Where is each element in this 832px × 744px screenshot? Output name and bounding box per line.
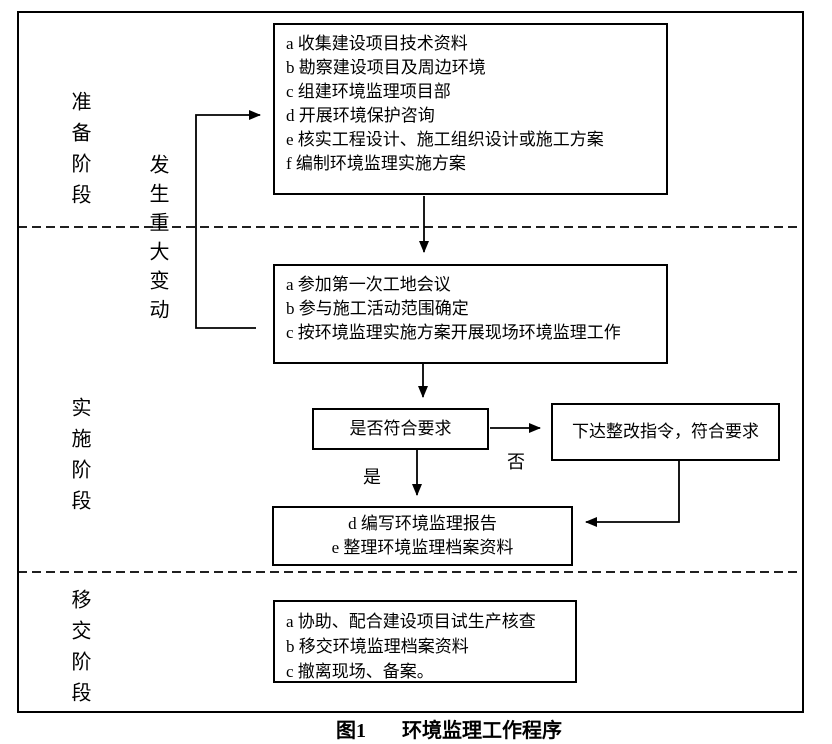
- branch-label-no: 否: [507, 452, 525, 472]
- task-line: a 参加第一次工地会议: [286, 275, 451, 294]
- figure-title: 环境监理工作程序: [402, 720, 562, 742]
- task-line: e 核实工程设计、施工组织设计或施工方案: [286, 130, 604, 149]
- task-line: c 按环境监理实施方案开展现场环境监理工作: [286, 323, 621, 342]
- decision-box: 是否符合要求: [312, 408, 489, 450]
- task-line: e 整理环境监理档案资料: [331, 538, 514, 557]
- implementation-tasks-box: a 参加第一次工地会议 b 参与施工活动范围确定 c 按环境监理实施方案开展现场…: [273, 264, 668, 364]
- decision-text: 是否符合要求: [349, 419, 452, 438]
- rectification-box: 下达整改指令，符合要求: [551, 403, 780, 461]
- task-line: b 参与施工活动范围确定: [286, 299, 469, 318]
- task-line: b 勘察建设项目及周边环境: [286, 58, 486, 77]
- stage-label-preparation: 准备阶段: [68, 91, 90, 215]
- task-line: c 组建环境监理项目部: [286, 82, 451, 101]
- task-line: d 编写环境监理报告: [348, 514, 497, 533]
- stage-label-implementation: 实施阶段: [68, 397, 90, 521]
- rectification-text: 下达整改指令，符合要求: [572, 422, 759, 441]
- feedback-condition-label: 发生重大变动: [146, 154, 168, 328]
- task-line: c 撤离现场、备案。: [286, 662, 434, 681]
- reporting-box: d 编写环境监理报告 e 整理环境监理档案资料: [272, 506, 573, 566]
- stage-label-handover: 移交阶段: [68, 589, 90, 713]
- task-line: f 编制环境监理实施方案: [286, 154, 466, 173]
- task-line: b 移交环境监理档案资料: [286, 637, 469, 656]
- figure-number: 图1: [336, 720, 366, 742]
- preparation-tasks-box: a 收集建设项目技术资料 b 勘察建设项目及周边环境 c 组建环境监理项目部 d…: [273, 23, 668, 195]
- arrow-rectification-to-reporting: [585, 461, 680, 527]
- diagram-border: [17, 11, 804, 713]
- arrow-feedback-major-change: [195, 110, 261, 329]
- task-line: a 收集建设项目技术资料: [286, 34, 468, 53]
- task-line: d 开展环境保护咨询: [286, 106, 435, 125]
- handover-tasks-box: a 协助、配合建设项目试生产核查 b 移交环境监理档案资料 c 撤离现场、备案。: [273, 600, 577, 683]
- task-line: a 协助、配合建设项目试生产核查: [286, 612, 536, 631]
- branch-label-yes: 是: [363, 467, 381, 487]
- figure-caption: 图1 环境监理工作程序: [336, 714, 562, 743]
